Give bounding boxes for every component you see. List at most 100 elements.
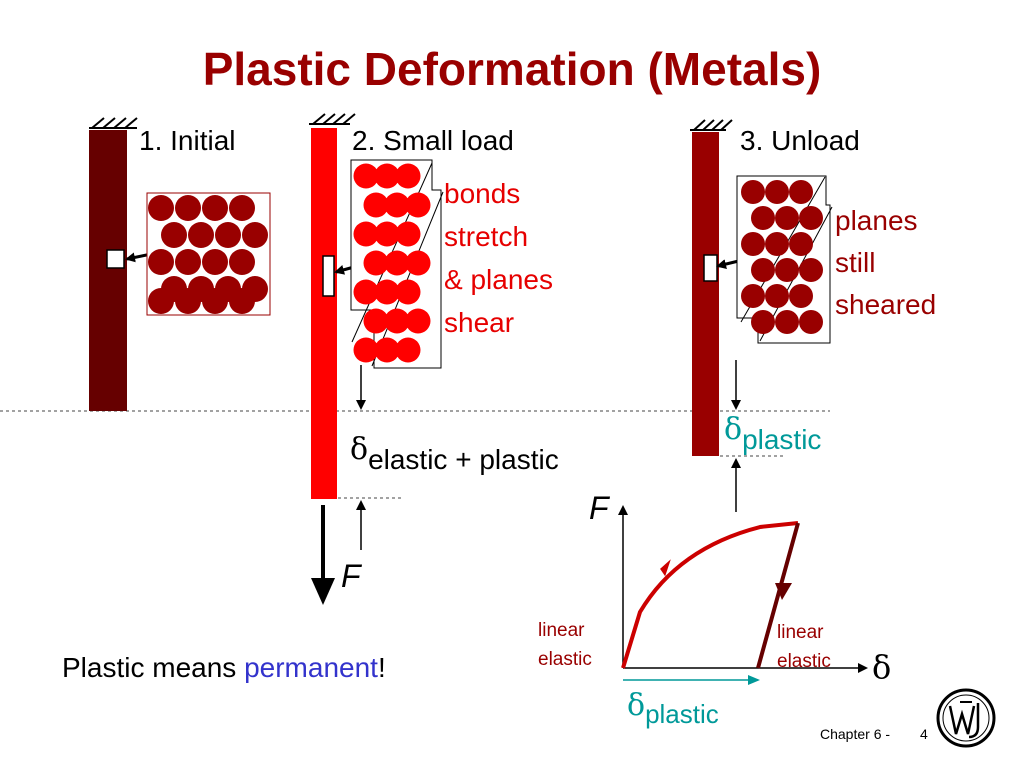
- atom: [229, 195, 255, 221]
- atom-lattice-unloaded: [741, 180, 823, 334]
- sample-marker-2: [322, 255, 335, 297]
- stage-unload: [690, 119, 833, 512]
- atom: [353, 163, 379, 189]
- atom: [384, 250, 410, 276]
- atom: [229, 249, 255, 275]
- stage-initial-label: 1. Initial: [139, 125, 236, 156]
- atom: [395, 279, 421, 305]
- atom: [384, 192, 410, 218]
- atom: [751, 206, 775, 230]
- atom: [799, 206, 823, 230]
- caption-before: Plastic means: [62, 652, 245, 683]
- linear-elastic-left: linear elastic: [538, 616, 592, 674]
- atom: [741, 180, 765, 204]
- caption-highlight: permanent: [244, 652, 378, 683]
- delta-symbol: δ: [724, 412, 743, 447]
- atom: [353, 221, 379, 247]
- atom: [395, 337, 421, 363]
- note-line: shear: [444, 307, 515, 338]
- atom: [799, 258, 823, 282]
- label-line: linear: [777, 622, 824, 643]
- unload-note: planes still sheared: [835, 200, 936, 326]
- atom: [789, 284, 813, 308]
- wall-hatch-2: [309, 113, 356, 125]
- atom: [395, 163, 421, 189]
- delta-subscript: elastic + plastic: [368, 444, 559, 475]
- label-line: linear: [538, 620, 585, 641]
- footer-page: 4: [920, 726, 928, 742]
- note-line: bonds: [444, 178, 521, 209]
- atom: [175, 249, 201, 275]
- atom: [215, 222, 241, 248]
- note-line: stretch: [444, 221, 529, 252]
- note-line: still: [835, 247, 876, 278]
- atom: [789, 232, 813, 256]
- bar-initial: [89, 130, 127, 411]
- loading-direction-arrow: [660, 559, 671, 577]
- atom: [374, 337, 400, 363]
- atom: [202, 249, 228, 275]
- graph-delta-plastic: δplastic: [627, 688, 719, 729]
- atom: [363, 250, 389, 276]
- caption: Plastic means permanent!: [62, 652, 386, 684]
- atom: [148, 195, 174, 221]
- delta-elastic-plastic: δelastic + plastic: [350, 432, 559, 475]
- note-line: & planes: [444, 264, 553, 295]
- delta-symbol: δ: [350, 432, 369, 467]
- delta-subscript: plastic: [742, 424, 822, 455]
- atom: [741, 232, 765, 256]
- bar-loaded: [311, 128, 337, 499]
- delta-symbol: δ: [627, 688, 646, 723]
- atom: [775, 206, 799, 230]
- footer-chapter: Chapter 6 -: [820, 726, 891, 742]
- atom: [405, 308, 431, 334]
- atom: [395, 221, 421, 247]
- atom: [353, 279, 379, 305]
- atom: [161, 222, 187, 248]
- atom: [765, 232, 789, 256]
- atom: [765, 284, 789, 308]
- atom: [405, 250, 431, 276]
- delta-plastic-stage: δplastic: [724, 412, 821, 455]
- atom: [775, 258, 799, 282]
- note-line: sheared: [835, 289, 937, 320]
- atom: [188, 222, 214, 248]
- stage-initial: [89, 117, 271, 411]
- label-line: elastic: [777, 651, 831, 672]
- label-line: elastic: [538, 649, 592, 670]
- atom: [229, 288, 255, 314]
- loading-curve: [621, 521, 799, 669]
- atom: [789, 180, 813, 204]
- page-title: Plastic Deformation (Metals): [202, 43, 822, 95]
- atom: [202, 288, 228, 314]
- stage-small-load-label: 2. Small load: [352, 125, 514, 156]
- atom: [751, 258, 775, 282]
- atom: [175, 288, 201, 314]
- atom-lattice-loaded: [353, 163, 431, 363]
- slip-plane-2b: [371, 191, 444, 367]
- atom: [175, 195, 201, 221]
- sample-marker-3: [703, 254, 718, 282]
- linear-elastic-right: linear elastic: [777, 618, 831, 676]
- atom: [751, 310, 775, 334]
- wall-hatch-1: [89, 117, 138, 129]
- stage-small-load: [309, 113, 444, 605]
- atom: [353, 337, 379, 363]
- atom: [374, 221, 400, 247]
- atom: [374, 279, 400, 305]
- atom: [765, 180, 789, 204]
- atom: [374, 163, 400, 189]
- note-line: planes: [835, 205, 918, 236]
- wiley-logo-icon: [936, 688, 996, 748]
- wall-hatch-3: [690, 119, 733, 131]
- stage-unload-label: 3. Unload: [740, 125, 860, 156]
- atom: [741, 284, 765, 308]
- atom: [363, 192, 389, 218]
- atom: [148, 249, 174, 275]
- atom: [775, 310, 799, 334]
- force-arrow-head: [311, 578, 335, 605]
- atom: [148, 288, 174, 314]
- atom: [405, 192, 431, 218]
- caption-after: !: [377, 652, 386, 683]
- atom-lattice-initial: [148, 195, 268, 314]
